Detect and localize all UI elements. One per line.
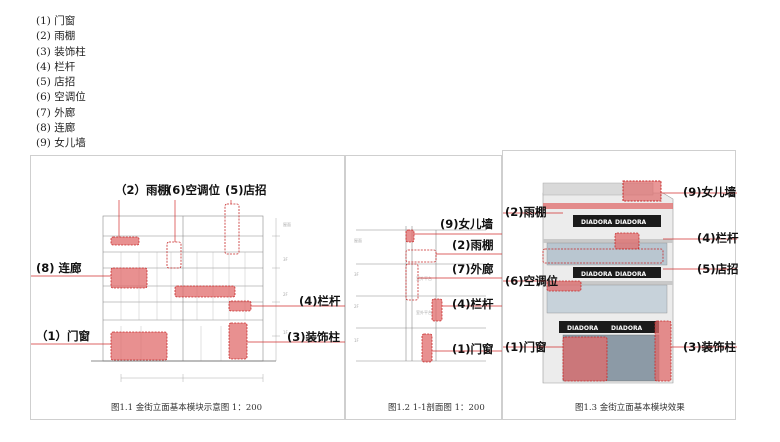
figure-rendering-panel: DIADORA DIADORA DIADORA DIADORA DIADORA … [502, 150, 739, 420]
label-door-window: (1)门窗 [452, 342, 494, 356]
legend-item: (9) 女儿墙 [36, 137, 86, 150]
svg-text:3F: 3F [354, 272, 360, 277]
figure-caption: 图1.2 1-1剖面图 1：200 [388, 403, 485, 413]
svg-text:屋面: 屋面 [354, 237, 362, 243]
label-shop-sign: (5)店招 [697, 262, 739, 276]
label-shop-sign: (5)店招 [225, 183, 267, 197]
svg-text:2F: 2F [354, 304, 360, 309]
elevation-drawing: 屋面 3F 2F 1F [31, 200, 346, 382]
label-parapet: (9)女儿墙 [440, 217, 494, 231]
legend-item: (8) 连廊 [36, 122, 76, 135]
label-railing: (4)栏杆 [697, 231, 739, 245]
legend-item: (5) 店招 [36, 76, 76, 89]
figure-caption: 图1.3 金街立面基本模块效果 [575, 403, 685, 413]
brand-text: DIADORA [581, 219, 613, 226]
figure-caption: 图1.1 金街立面基本模块示意图 1：200 [111, 403, 263, 413]
label-decor-column: (3)装饰柱 [683, 340, 737, 354]
brand-text: DIADORA [615, 219, 647, 226]
svg-text:1F: 1F [283, 330, 289, 335]
module-legend: (1) 门窗 (2) 雨棚 (3) 装饰柱 (4) 栏杆 (5) 店招 (6) … [36, 14, 86, 152]
rendering-drawing: DIADORA DIADORA DIADORA DIADORA DIADORA … [503, 180, 737, 384]
label-canopy: (2)雨棚 [505, 205, 547, 219]
legend-item: (1) 门窗 [36, 15, 76, 27]
legend-item: (4) 栏杆 [36, 60, 76, 73]
label-connecting-corridor: (8) 连廊 [36, 261, 82, 275]
legend-item: (6) 空调位 [36, 91, 86, 104]
label-parapet: (9)女儿墙 [683, 185, 737, 199]
label-ac-position: (6)空调位 [167, 183, 221, 197]
svg-text:室外平台: 室外平台 [416, 309, 432, 315]
brand-text: DIADORA [615, 271, 647, 278]
label-canopy: (2)雨棚 [452, 238, 494, 252]
label-canopy: （2）雨棚 [115, 183, 170, 197]
label-decor-column: (3)装饰柱 [287, 330, 341, 344]
legend-item: (3) 装饰柱 [36, 45, 86, 58]
label-railing: (4)栏杆 [299, 294, 341, 308]
label-outer-gallery: (7)外廊 [452, 262, 494, 276]
label-railing: (4)栏杆 [452, 297, 494, 311]
label-door-window: (1)门窗 [505, 340, 547, 354]
brand-text: DIADORA [567, 325, 599, 332]
brand-text: DIADORA [611, 325, 643, 332]
legend-item: (7) 外廊 [36, 106, 76, 119]
svg-text:1F: 1F [354, 338, 360, 343]
svg-text:2F: 2F [283, 292, 289, 297]
svg-text:3F: 3F [283, 257, 289, 262]
label-ac-position: (6)空调位 [505, 274, 559, 288]
legend-item: (2) 雨棚 [36, 30, 76, 43]
svg-text:屋面: 屋面 [283, 221, 291, 227]
label-door-window: （1）门窗 [36, 329, 91, 343]
brand-text: DIADORA [581, 271, 613, 278]
